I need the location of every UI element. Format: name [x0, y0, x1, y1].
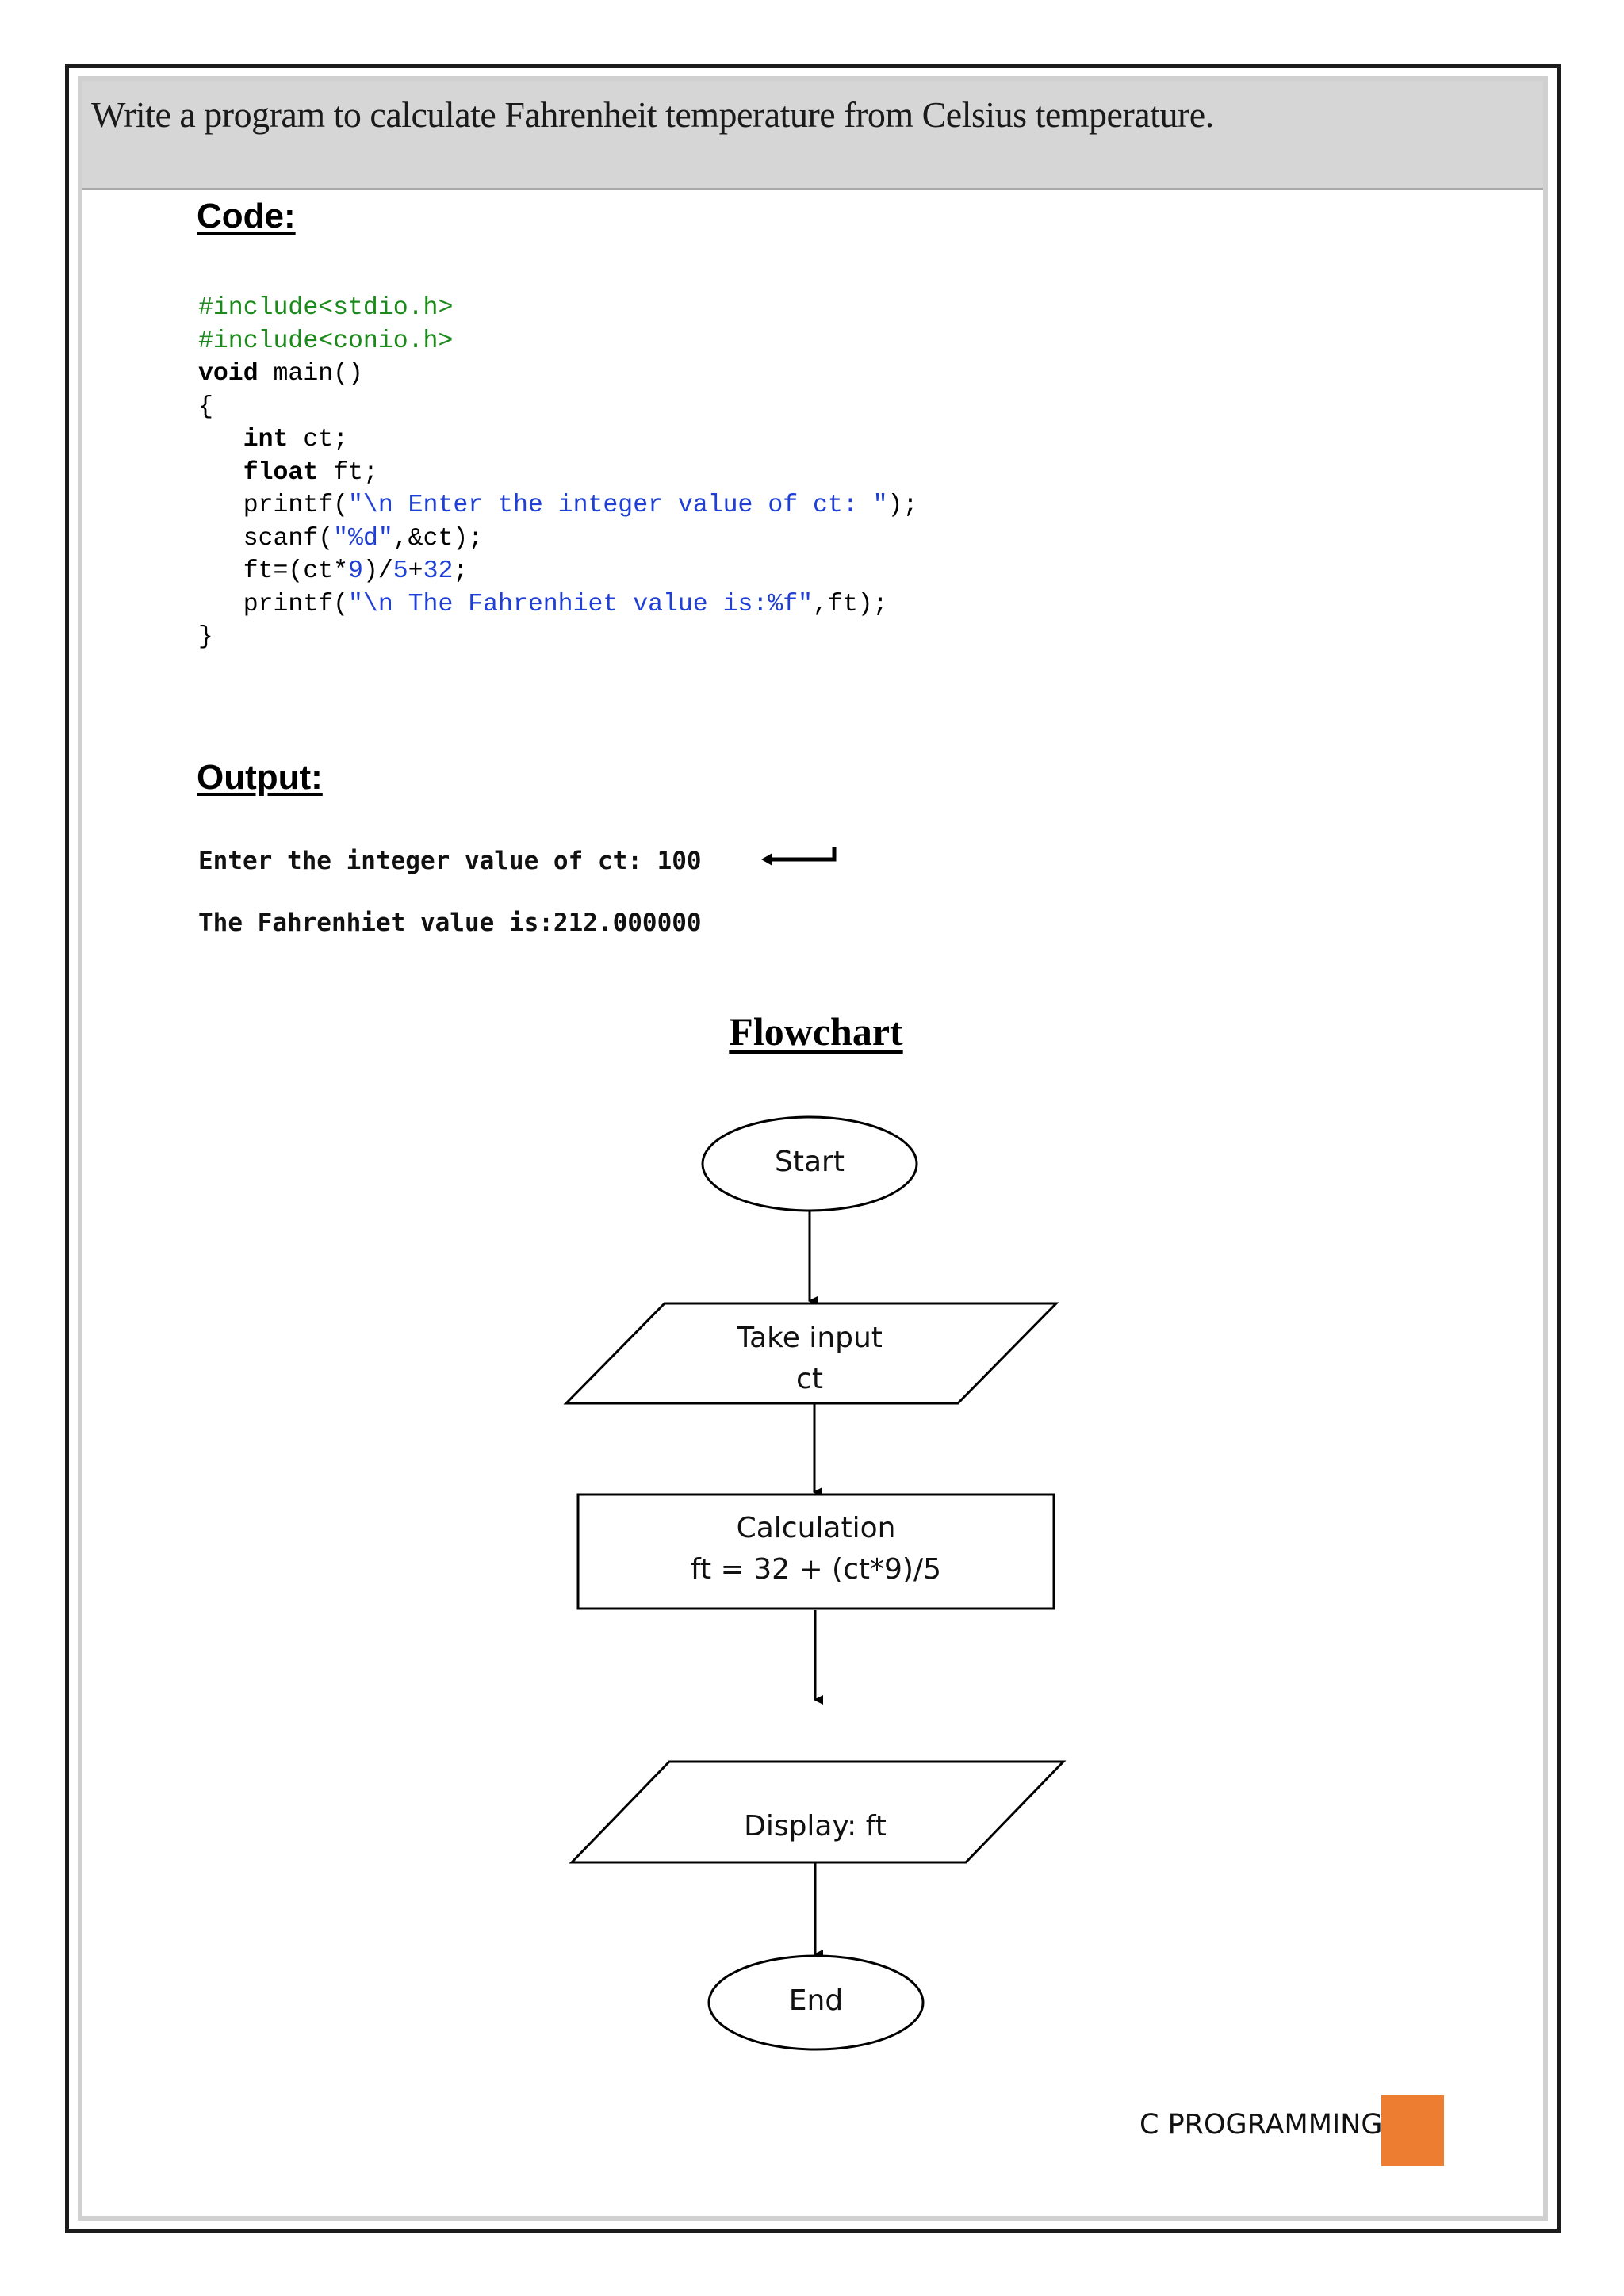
code-token: int — [243, 426, 289, 453]
input-label-line-2: ct — [796, 1363, 823, 1395]
start-terminal — [701, 1115, 918, 1212]
calculation-process-box — [576, 1493, 1055, 1610]
end-terminal — [707, 1954, 925, 2051]
code-token: ,ft); — [813, 590, 888, 618]
code-token: 5 — [393, 557, 408, 585]
code-token: + — [408, 557, 423, 585]
code-token: #include<stdio.h> — [198, 294, 454, 322]
code-token: scanf( — [198, 524, 334, 553]
code-token: printf( — [198, 492, 349, 519]
code-line: } — [198, 621, 917, 654]
code-token: void — [198, 360, 259, 388]
end-label: End — [788, 1984, 844, 2017]
enter-key-icon — [761, 847, 837, 866]
code-line: ft=(ct*9)/5+32; — [198, 555, 917, 588]
output-heading: Output: — [197, 758, 323, 797]
code-token: "\n Enter the integer value of ct: " — [348, 492, 888, 519]
code-block: #include<stdio.h> #include<conio.h> void m… — [198, 292, 917, 654]
code-token: #include<conio.h> — [198, 327, 454, 355]
code-line: float ft; — [198, 457, 917, 490]
display-label: Display: ft — [744, 1810, 887, 1843]
code-token: float — [243, 458, 319, 487]
calc-label-line-2: ft = 32 + (ct*9)/5 — [690, 1553, 941, 1586]
title-bar — [82, 81, 1543, 190]
display-parallelogram — [569, 1760, 1067, 1864]
code-line: int ct; — [198, 423, 917, 457]
footer-accent-box — [1381, 2095, 1444, 2166]
code-token: )/ — [362, 557, 393, 585]
code-token: ; — [453, 557, 469, 585]
code-token: "%d" — [333, 524, 393, 553]
code-token: ct; — [288, 426, 349, 453]
code-token: ); — [887, 492, 918, 519]
input-parallelogram — [563, 1302, 1059, 1405]
page-outer-border — [65, 64, 1561, 2233]
code-token: ft; — [318, 458, 378, 487]
code-heading: Code: — [197, 197, 296, 235]
output-line-2: The Fahrenhiet value is:212.000000 — [198, 909, 702, 937]
code-token: main() — [258, 360, 363, 388]
code-token: { — [198, 392, 213, 421]
footer-label: C PROGRAMMING — [1139, 2109, 1383, 2141]
code-line: { — [198, 391, 917, 424]
code-token: } — [198, 623, 213, 651]
code-token: "\n The Fahrenhiet value is:%f" — [348, 590, 814, 618]
code-line: void main() — [198, 358, 917, 391]
code-line: #include<stdio.h> — [198, 292, 917, 325]
code-line: printf("\n Enter the integer value of ct… — [198, 489, 918, 522]
code-line: printf("\n The Fahrenhiet value is:%f",f… — [198, 588, 917, 622]
input-label-line-1: Take input — [737, 1322, 883, 1354]
code-token: 9 — [348, 557, 363, 585]
code-token: 32 — [423, 557, 454, 585]
code-token: ft=(ct* — [198, 557, 349, 585]
code-line: scanf("%d",&ct); — [198, 522, 917, 556]
code-token: ,&ct); — [393, 524, 484, 553]
code-line: #include<conio.h> — [198, 325, 917, 358]
start-label: Start — [775, 1146, 845, 1178]
calc-label-line-1: Calculation — [736, 1512, 896, 1544]
flowchart-title: Flowchart — [729, 1009, 903, 1054]
output-line-1: Enter the integer value of ct: 100 — [198, 847, 702, 875]
page-title: Write a program to calculate Fahrenheit … — [91, 94, 1214, 135]
code-token: printf( — [198, 590, 349, 618]
